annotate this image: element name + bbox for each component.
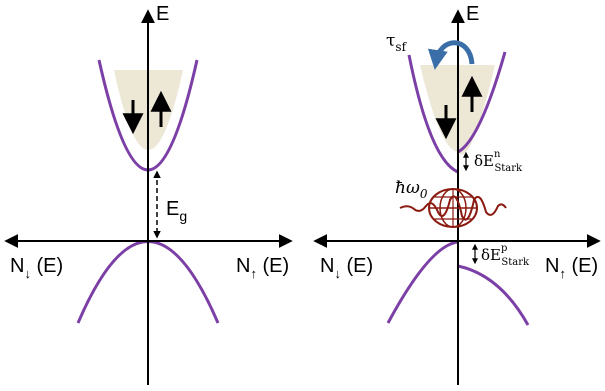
energy-axis-label: E	[466, 3, 479, 25]
pulse-waveform	[399, 195, 507, 221]
valence-band-up	[457, 264, 530, 326]
spin-flip-arrow	[427, 40, 475, 70]
valence-band-down	[386, 240, 459, 324]
dos-up-label: N↑ (E)	[545, 255, 598, 281]
conduction-band-up	[457, 51, 507, 154]
dos-up-label: N↑ (E)	[236, 255, 289, 281]
band-gap-label: Eg	[166, 198, 187, 224]
spin-flip-label: τsf	[386, 31, 408, 54]
optical-pulse	[399, 188, 507, 228]
energy-axis-label: E	[156, 3, 169, 25]
dos-down-label: N↓ (E)	[10, 255, 63, 281]
dos-down-label: N↓ (E)	[320, 255, 373, 281]
conduction-band-down	[407, 54, 459, 174]
photon-energy-label: ħω0	[395, 178, 428, 201]
left-panel: E Eg N↓ (E) N↑ (E)	[4, 3, 293, 385]
